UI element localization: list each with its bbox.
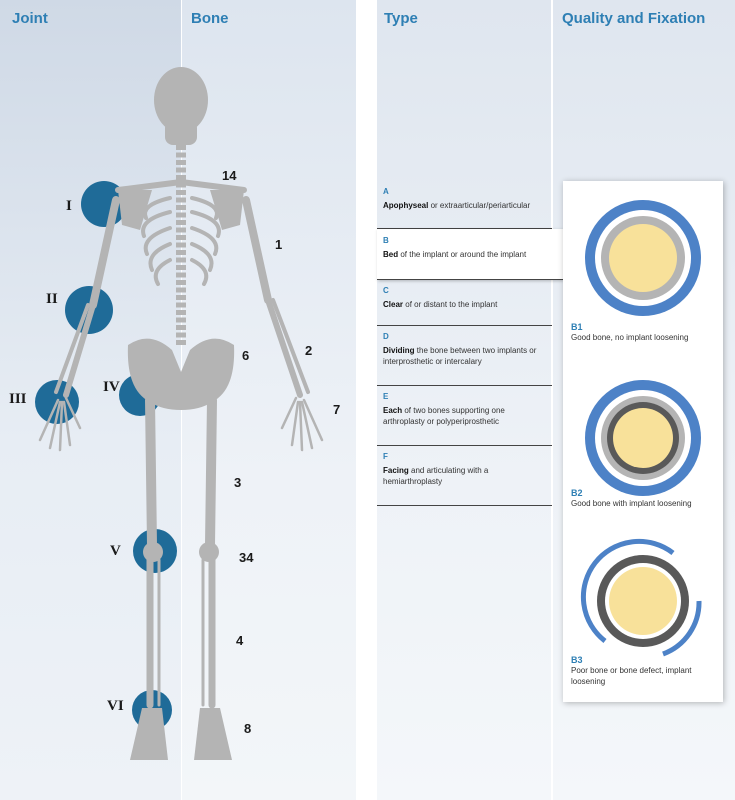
type-letter: A — [383, 187, 389, 196]
quality-description: Good bone with implant loosening — [571, 499, 692, 509]
type-letter: D — [383, 332, 389, 341]
type-description: and articulating with a hemiarthroplasty — [383, 465, 489, 486]
skeleton-illustration — [35, 67, 324, 760]
quality-description: Good bone, no implant loosening — [571, 333, 689, 343]
type-f[interactable]: F Facing and articulating with a hemiart… — [377, 446, 552, 506]
type-e[interactable]: E Each of two bones supporting one arthr… — [377, 386, 552, 446]
joint-label-ii: II — [46, 291, 58, 307]
type-letter: F — [383, 452, 388, 461]
bone-header: Bone — [191, 10, 229, 27]
type-header: Type — [384, 10, 418, 27]
type-keyword: Facing — [383, 465, 409, 475]
type-d[interactable]: D Dividing the bone between two implants… — [377, 326, 552, 386]
type-description: or extraarticular/periarticular — [428, 200, 531, 210]
fixation-diagram-b1 — [585, 200, 701, 316]
joint-label-vi: VI — [107, 698, 124, 714]
type-keyword: Dividing — [383, 345, 415, 355]
bone-label: 7 — [333, 402, 341, 417]
type-a[interactable]: A Apophyseal or extraarticular/periartic… — [377, 183, 552, 229]
joint-label-v: V — [110, 543, 121, 559]
joint-label-iv: IV — [103, 379, 120, 395]
type-letter: C — [383, 286, 389, 295]
type-b[interactable]: B Bed of the implant or around the impla… — [377, 229, 563, 280]
joint-label-iii: III — [9, 391, 27, 407]
type-keyword: Each — [383, 405, 403, 415]
quality-header: Quality and Fixation — [562, 10, 706, 27]
quality-code: B2 — [571, 488, 583, 498]
type-keyword: Bed — [383, 249, 399, 259]
joint-header: Joint — [12, 10, 48, 27]
bone-label: 14 — [222, 168, 237, 183]
bone-label: 2 — [305, 343, 313, 358]
type-letter: B — [383, 236, 389, 245]
bone-label: 3 — [234, 475, 242, 490]
fixation-diagram-b2 — [585, 380, 701, 496]
type-description: the bone between two implants or interpr… — [383, 345, 537, 366]
quality-caption-b2: B2 Good bone with implant loosening — [571, 487, 719, 510]
quality-panel: B1 Good bone, no implant loosening B2 Go… — [563, 181, 723, 702]
quality-description: Poor bone or bone defect, implant loosen… — [571, 666, 692, 686]
quality-caption-b3: B3 Poor bone or bone defect, implant loo… — [571, 654, 719, 688]
type-description: of the implant or around the implant — [398, 249, 527, 259]
bone-label: 4 — [236, 633, 244, 648]
fixation-diagrams — [580, 200, 702, 657]
quality-code: B1 — [571, 322, 583, 332]
bone-label: 6 — [242, 348, 250, 363]
type-keyword: Apophyseal — [383, 200, 429, 210]
fixation-diagram-b3 — [580, 538, 702, 657]
type-column — [377, 0, 551, 800]
bone-label: 1 — [275, 237, 283, 252]
quality-caption-b1: B1 Good bone, no implant loosening — [571, 321, 719, 344]
type-description: of or distant to the implant — [403, 299, 498, 309]
joint-label-i: I — [66, 198, 72, 214]
bone-label: 8 — [244, 721, 252, 736]
type-description: of two bones supporting one arthroplasty… — [383, 405, 505, 426]
quality-code: B3 — [571, 655, 583, 665]
bone-label: 34 — [239, 550, 254, 565]
type-letter: E — [383, 392, 389, 401]
type-keyword: Clear — [383, 299, 404, 309]
type-c[interactable]: C Clear of or distant to the implant — [377, 280, 552, 326]
